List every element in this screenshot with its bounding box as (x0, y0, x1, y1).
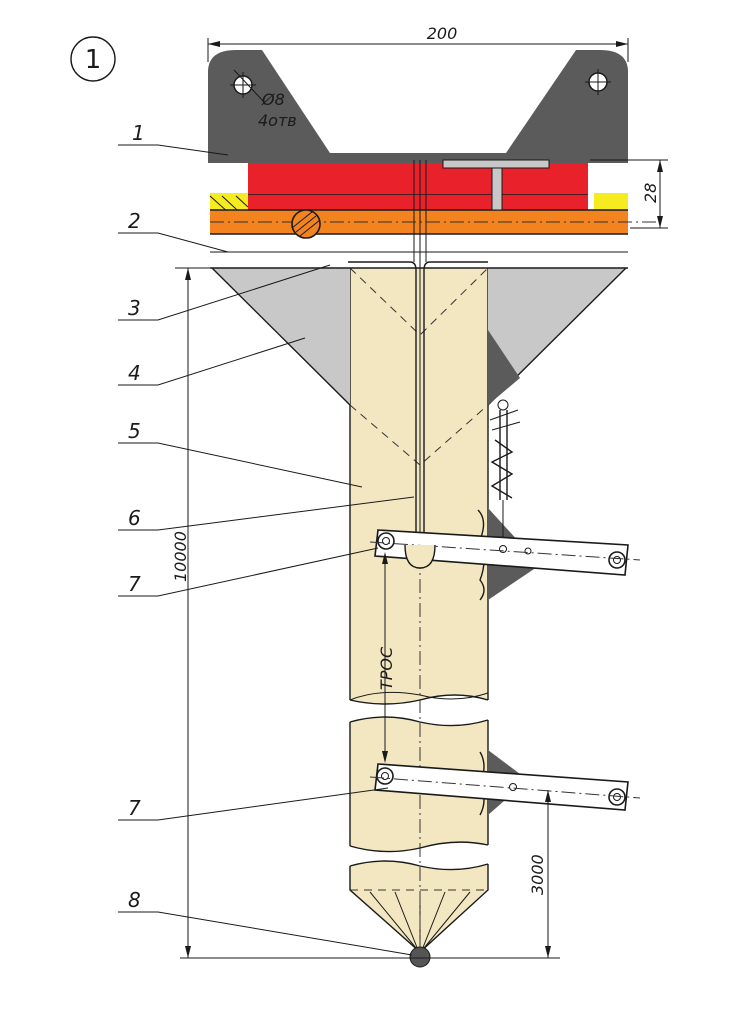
dimension-total-length-text: 10000 (171, 531, 190, 582)
rope (348, 160, 488, 955)
callout-3: 3 (128, 296, 141, 320)
hole-count: 4отв (258, 111, 297, 130)
callout-5: 5 (128, 419, 141, 443)
figure-number-text: 1 (85, 45, 102, 75)
dimension-lower-offset-text: 3000 (528, 854, 547, 895)
callout-6: 6 (128, 506, 141, 530)
pile-body-upper (349, 268, 489, 705)
pile-tip (349, 860, 489, 953)
dimension-height-top: 28 (590, 159, 668, 229)
callout-4: 4 (128, 361, 141, 385)
rope-label: ТРОС (377, 646, 396, 690)
lever-arm-lower (369, 763, 641, 811)
figure-number: 1 (70, 36, 116, 82)
dimension-width-text: 200 (427, 24, 458, 43)
callout-8: 8 (128, 888, 141, 912)
conical-sleeve (211, 267, 627, 466)
hole-diameter: Ø8 (261, 90, 285, 109)
anchor-ball (409, 946, 431, 968)
dimension-total-length: 10000 (171, 267, 560, 959)
dimension-lower-offset: 3000 (528, 790, 551, 958)
lever-arm-upper (369, 529, 641, 576)
callout-2: 2 (128, 209, 141, 233)
callout-7-upper: 7 (128, 572, 141, 596)
rope-dimension: ТРОС (377, 552, 396, 763)
cap-assembly (208, 153, 660, 269)
callout-1: 1 (132, 121, 145, 145)
dimension-height-top-text: 28 (641, 183, 660, 203)
dimension-width: 200 (207, 24, 629, 62)
callout-7-lower: 7 (128, 796, 141, 820)
callouts: 1 2 3 4 5 6 7 7 8 (118, 121, 415, 956)
lifting-lugs (208, 50, 628, 153)
